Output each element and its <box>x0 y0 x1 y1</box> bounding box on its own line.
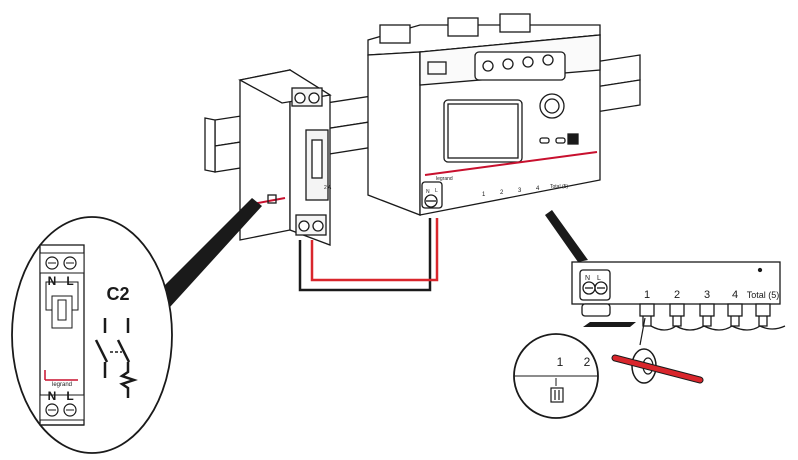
current-sensor <box>611 317 704 384</box>
breaker-callout-pointer <box>140 198 262 318</box>
detail-ch1: 1 <box>644 289 650 301</box>
meter-ch2: 2 <box>500 190 504 196</box>
breaker-term-n: N <box>48 274 57 288</box>
detail-input-n: N <box>585 275 590 282</box>
detail-ch2: 2 <box>674 289 680 301</box>
detail-ch3: 3 <box>704 289 710 301</box>
breaker-term-l-bottom: L <box>66 389 73 403</box>
sensor-pin2: 2 <box>584 355 591 369</box>
meter-total: Total (5) <box>550 184 568 190</box>
meter-input-n: N <box>426 189 430 195</box>
sensor-callout-pointer <box>583 322 636 327</box>
breaker-term-n-bottom: N <box>48 389 57 403</box>
meter-terminal-detail <box>571 261 786 331</box>
sensor-pin1: 1 <box>557 355 564 369</box>
circuit-breaker <box>238 68 332 246</box>
energy-meter <box>367 13 601 216</box>
detail-ch4: 4 <box>732 289 738 301</box>
breaker-rating: C2 <box>106 284 129 304</box>
detail-input-l: L <box>597 275 601 282</box>
breaker-brand: legrand <box>52 382 72 388</box>
breaker-schematic-symbol <box>94 318 138 398</box>
sensor-zoom <box>513 333 599 419</box>
meter-ch3: 3 <box>518 188 522 194</box>
detail-total: Total (5) <box>747 290 780 300</box>
meter-brand: legrand <box>436 176 453 182</box>
neutral-wire <box>298 218 432 292</box>
breaker-small-rating: 2 A <box>324 185 332 191</box>
meter-ch4: 4 <box>536 186 540 192</box>
breaker-zoom <box>11 216 173 454</box>
live-wire <box>310 218 439 282</box>
meter-input-l: L <box>435 188 438 194</box>
meter-callout-pointer <box>545 210 588 262</box>
meter-ch1: 1 <box>482 192 486 198</box>
breaker-term-l: L <box>66 274 73 288</box>
